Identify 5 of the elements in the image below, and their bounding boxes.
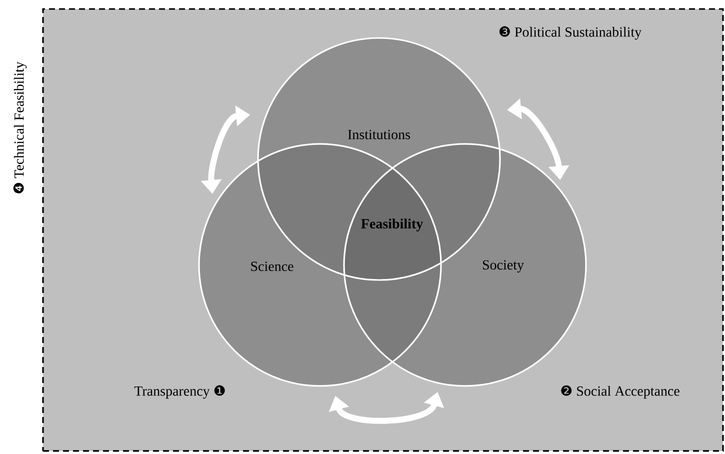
node-label: ❹ Technical Feasibility bbox=[13, 62, 27, 194]
center-label: Feasibility bbox=[361, 218, 423, 232]
label-text: ❷ Social Acceptance bbox=[561, 385, 680, 399]
label-text: ❸ Political Sustainability bbox=[499, 26, 642, 40]
label-text: Transparency ❶ bbox=[134, 385, 225, 399]
